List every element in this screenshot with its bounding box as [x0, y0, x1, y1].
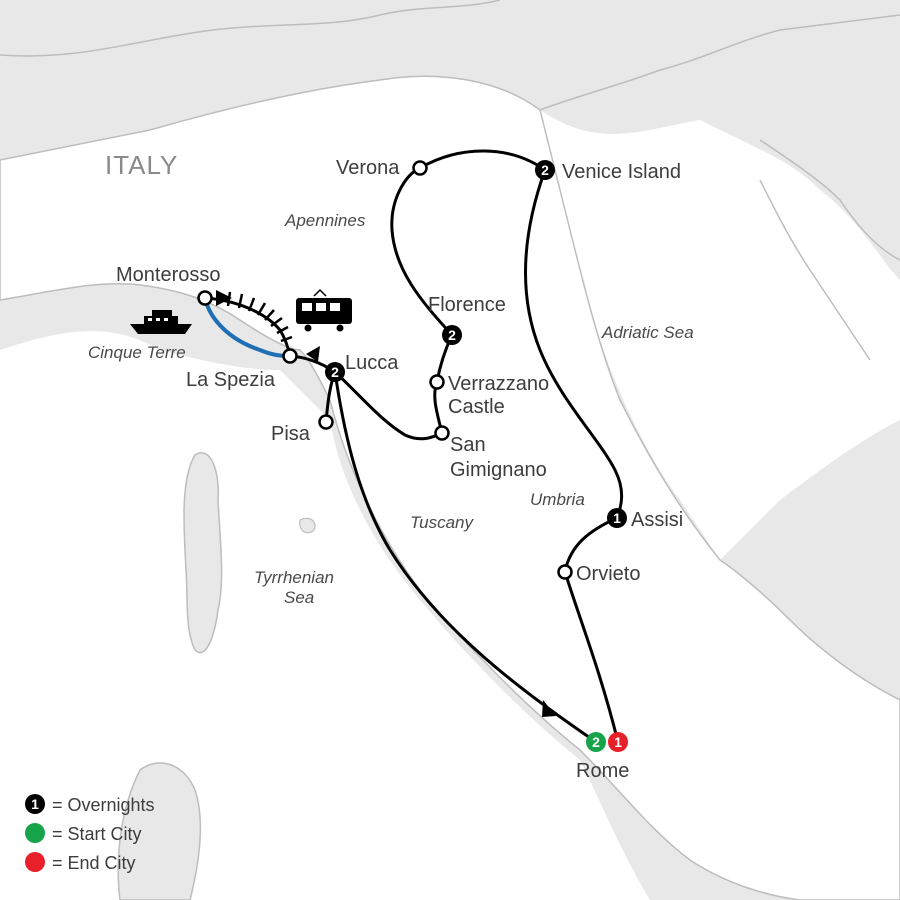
city-label-lucca: Lucca — [345, 352, 399, 374]
marker-orvieto — [557, 564, 573, 580]
overnight-badge-venice: 2 — [535, 160, 555, 180]
direction-arrow-icon — [216, 290, 232, 306]
svg-text:= Overnights: = Overnights — [52, 795, 155, 815]
svg-text:1: 1 — [613, 510, 621, 526]
legend: 1 = Overnights = Start City = End City — [25, 794, 155, 873]
city-label-la-spezia: La Spezia — [186, 369, 276, 391]
marker-pisa — [318, 414, 334, 430]
city-label-orvieto: Orvieto — [576, 563, 640, 585]
city-label-venice: Venice Island — [562, 161, 681, 183]
marker-monterosso — [197, 290, 213, 306]
region-tuscany: Tuscany — [410, 513, 474, 532]
elba-island — [299, 517, 316, 534]
region-tyrrhenian-sea: Sea — [284, 588, 314, 607]
city-label-san: San — [450, 434, 486, 456]
istria-coast — [759, 179, 871, 361]
city-markers — [197, 160, 573, 580]
overnight-badge-lucca: 2 — [325, 362, 345, 382]
city-label-castle: Castle — [448, 396, 505, 418]
svg-text:2: 2 — [448, 327, 456, 343]
direction-arrow-icon — [306, 346, 320, 362]
region-apennines: Apennines — [284, 211, 366, 230]
legend-end-city: = End City — [25, 852, 136, 873]
region-tyrrhenian: Tyrrhenian — [254, 568, 334, 587]
marker-san-gimignano — [434, 425, 450, 441]
italy-land — [0, 75, 900, 900]
overnight-badge-assisi: 1 — [607, 508, 627, 528]
city-label-assisi: Assisi — [631, 509, 683, 531]
city-label-rome: Rome — [576, 760, 629, 782]
city-label-pisa: Pisa — [271, 423, 311, 445]
end-badge-rome: 1 — [608, 732, 628, 752]
city-label-verona: Verona — [336, 157, 400, 179]
svg-text:2: 2 — [592, 734, 600, 750]
region-adriatic: Adriatic Sea — [601, 323, 694, 342]
svg-text:1: 1 — [614, 734, 622, 750]
eastern-border — [539, 14, 900, 111]
balkan-coast — [759, 139, 900, 261]
boat-icon — [130, 310, 192, 334]
region-cinque-terre: Cinque Terre — [88, 343, 186, 362]
marker-verona — [412, 160, 428, 176]
northern-border — [0, 0, 501, 57]
overnight-badge-florence: 2 — [442, 325, 462, 345]
svg-text:= End City: = End City — [52, 853, 136, 873]
tour-route — [333, 149, 624, 744]
city-label-gimignano: Gimignano — [450, 459, 547, 481]
direction-arrow-icon — [542, 700, 556, 717]
adriatic-sea-area — [540, 110, 900, 560]
marker-verrazzano — [429, 374, 445, 390]
boat-route — [203, 297, 291, 358]
svg-text:2: 2 — [331, 364, 339, 380]
legend-start-city: = Start City — [25, 823, 142, 844]
svg-text:1: 1 — [31, 796, 39, 812]
city-label-monterosso: Monterosso — [116, 264, 221, 286]
svg-text:2: 2 — [541, 162, 549, 178]
country-label: ITALY — [105, 150, 178, 180]
tyrrhenian-sea-area — [0, 331, 650, 900]
legend-overnights: 1 = Overnights — [25, 794, 155, 815]
city-label-florence: Florence — [428, 294, 506, 316]
train-icon — [296, 288, 352, 332]
city-label-verrazzano: Verrazzano — [448, 373, 549, 395]
corsica-island — [183, 452, 223, 654]
marker-la-spezia — [282, 348, 298, 364]
region-umbria: Umbria — [530, 490, 585, 509]
start-badge-rome: 2 — [586, 732, 606, 752]
svg-text:= Start City: = Start City — [52, 824, 142, 844]
sardinia-island — [117, 762, 202, 900]
